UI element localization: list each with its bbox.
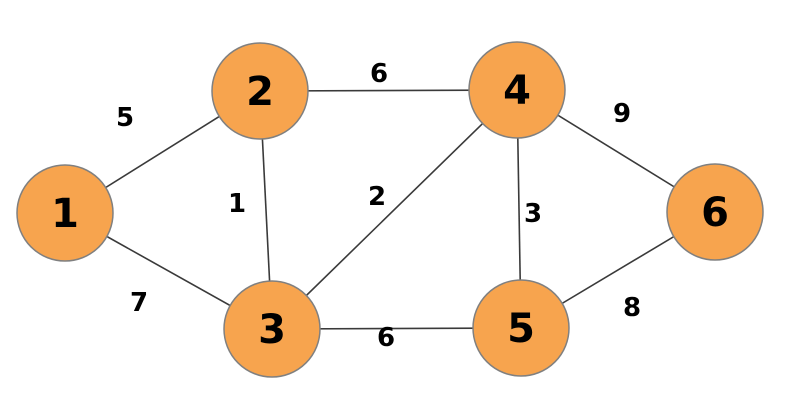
edge-3-4 <box>271 89 518 330</box>
graph-node-label-4: 4 <box>503 68 531 114</box>
edge-weight-4-6: 9 <box>613 99 631 129</box>
edge-weight-2-4: 6 <box>370 59 388 89</box>
edge-weight-2-3: 1 <box>228 189 246 219</box>
graph-node-label-2: 2 <box>246 69 274 115</box>
edge-weight-4-5: 3 <box>524 199 542 229</box>
graph-node-2 <box>211 42 309 140</box>
graph-node-1 <box>16 164 114 262</box>
edge-weight-1-3: 7 <box>130 288 148 318</box>
graph-node-label-6: 6 <box>701 190 729 236</box>
edge-weight-5-6: 8 <box>623 293 641 323</box>
graph-node-6 <box>666 163 764 261</box>
graph-node-label-3: 3 <box>258 307 286 353</box>
edge-weight-3-4: 2 <box>368 182 386 212</box>
graph-node-label-1: 1 <box>51 191 79 237</box>
graph-node-label-5: 5 <box>507 306 535 352</box>
edge-weight-3-5: 6 <box>377 323 395 353</box>
graph-node-4 <box>468 41 566 139</box>
graph-node-3 <box>223 280 321 378</box>
edge-weight-1-2: 5 <box>116 103 134 133</box>
graph-node-5 <box>472 279 570 377</box>
